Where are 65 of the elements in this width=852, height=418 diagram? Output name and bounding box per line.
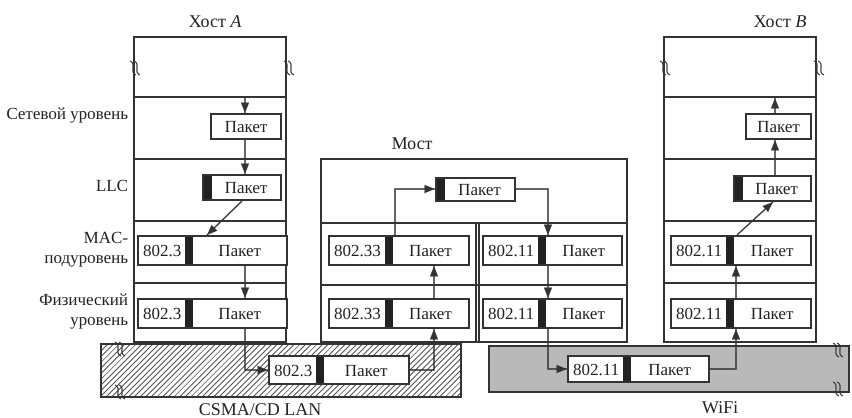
header-label: 802.33 bbox=[333, 240, 382, 262]
frame-box bbox=[733, 175, 812, 202]
header-label: 802.11 bbox=[675, 240, 724, 262]
packet-label: Пакет bbox=[647, 358, 692, 380]
packet-label: Пакет bbox=[561, 240, 606, 262]
packet-label: Пакет bbox=[224, 177, 268, 199]
header-label: 802.3 bbox=[142, 240, 182, 262]
packet-label: Пакет bbox=[561, 303, 606, 325]
frame-box bbox=[482, 298, 623, 329]
layer-label: MAC- подуровень bbox=[43, 228, 128, 268]
frame-box bbox=[435, 177, 516, 202]
packet-label: Пакет bbox=[217, 240, 262, 262]
arrow bbox=[547, 329, 567, 374]
packet-label: Пакет bbox=[457, 179, 502, 200]
header-label: 802.3 bbox=[273, 360, 314, 382]
packet-label: Пакет bbox=[750, 303, 794, 325]
arrow bbox=[240, 98, 250, 113]
packet-label: Пакет bbox=[408, 303, 453, 325]
frame-box bbox=[202, 174, 282, 201]
packet-label: Пакет bbox=[217, 303, 262, 325]
packet-label: Пакет bbox=[756, 116, 801, 138]
layer-label: Сетевой уровень bbox=[5, 104, 128, 124]
frame-box bbox=[268, 355, 410, 385]
arrow bbox=[544, 266, 552, 298]
header-label: 802.3 bbox=[142, 303, 182, 325]
arrow bbox=[240, 140, 250, 174]
frame-box bbox=[210, 113, 282, 140]
packet-label: Пакет bbox=[224, 116, 268, 138]
frame-box bbox=[328, 298, 470, 329]
layer-label: Физический уровень bbox=[38, 290, 128, 330]
arrow bbox=[410, 329, 438, 371]
arrow bbox=[710, 329, 740, 370]
frame-box bbox=[137, 298, 288, 329]
layer-label: LLC bbox=[94, 176, 128, 196]
frame-box bbox=[567, 355, 710, 383]
network-title: WiFi bbox=[700, 397, 740, 418]
header-label: 802.11 bbox=[572, 358, 620, 380]
arrow bbox=[240, 266, 250, 298]
header-label: 802.11 bbox=[487, 303, 536, 325]
arrow bbox=[770, 98, 780, 113]
packet-label: Пакет bbox=[750, 240, 794, 262]
frame-box bbox=[328, 235, 470, 266]
arrow bbox=[516, 188, 552, 235]
packet-label: Пакет bbox=[344, 360, 388, 382]
arrow bbox=[732, 266, 740, 298]
arrow bbox=[206, 200, 243, 236]
frame-box bbox=[670, 298, 812, 329]
bridge-title: Мост bbox=[390, 133, 434, 154]
header-label: 802.11 bbox=[487, 240, 536, 262]
frame-box bbox=[670, 235, 812, 266]
arrow bbox=[770, 140, 780, 175]
header-label: 802.11 bbox=[675, 303, 724, 325]
arrow bbox=[430, 266, 438, 298]
packet-label: Пакет bbox=[754, 178, 799, 200]
frame-box bbox=[745, 113, 812, 140]
arrow bbox=[244, 329, 268, 374]
frame-box bbox=[482, 235, 623, 266]
packet-label: Пакет bbox=[408, 240, 453, 262]
frame-box bbox=[137, 235, 288, 266]
header-label: 802.33 bbox=[333, 303, 382, 325]
host-title: Хост A bbox=[188, 11, 242, 32]
network-title: CSMA/CD LAN bbox=[198, 399, 322, 418]
arrow bbox=[394, 184, 435, 235]
arrow bbox=[736, 201, 774, 236]
host-title: Хост B bbox=[752, 11, 808, 32]
